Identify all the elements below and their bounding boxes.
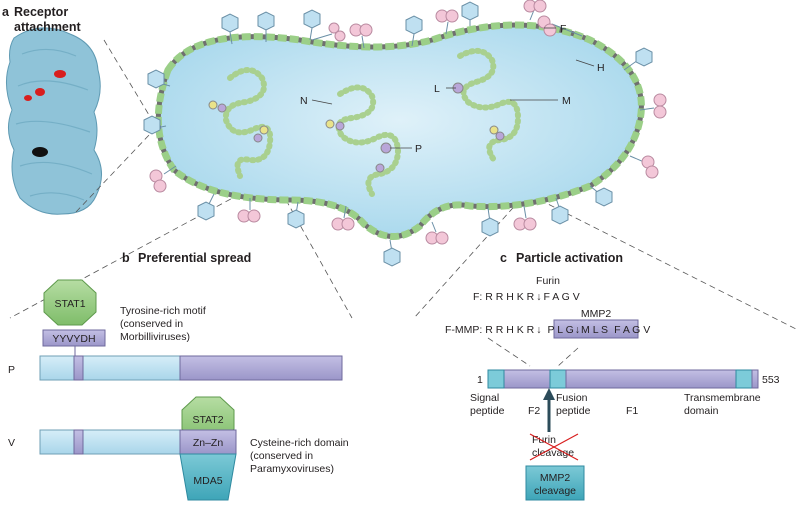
cys-desc-line3: Paramyxoviruses)	[250, 463, 334, 475]
mmp2-cleavage-line2: cleavage	[534, 485, 576, 497]
furin-cleavage-line2: cleavage	[532, 447, 574, 459]
strike-out-cross	[529, 433, 579, 461]
motif-sequence: YYVYDH	[52, 333, 95, 345]
residue-start: 1	[477, 374, 483, 386]
motif-sequence-box	[42, 329, 106, 347]
mmp2-cleavage-line1: MMP2	[540, 472, 570, 484]
label-n-protein: N	[300, 95, 308, 107]
cys-desc-line2: (conserved in	[250, 450, 313, 462]
label-p-protein: P	[415, 143, 422, 155]
row-label-p: P	[8, 364, 15, 376]
motif-desc-line3: Morbilliviruses)	[120, 331, 190, 343]
panel-b-title: Preferential spread	[138, 251, 251, 265]
cleavage-arrow	[543, 388, 555, 432]
matrix-layer	[154, 21, 645, 240]
row-label-v: V	[8, 437, 15, 449]
motif-desc-line1: Tyrosine-rich motif	[120, 305, 206, 317]
virion-particle	[154, 21, 645, 240]
mda5-trapezoid	[179, 453, 237, 501]
fusion-peptide-segment	[549, 369, 567, 389]
panel-b-letter: b	[122, 251, 130, 265]
f2-label: F2	[528, 405, 540, 417]
mda5-label: MDA5	[193, 475, 222, 487]
mmp2-site-box	[553, 319, 639, 339]
binding-site-marker	[54, 70, 66, 78]
receptor-protein-structure	[6, 27, 102, 215]
stat1-octagon	[43, 279, 97, 326]
panel-a-title-line1: Receptor	[14, 5, 68, 19]
signal-peptide-line2: peptide	[470, 405, 505, 417]
f-protein-bar	[487, 369, 759, 389]
binding-site-marker	[35, 88, 45, 96]
transmembrane-line1: Transmembrane	[684, 392, 761, 404]
v-protein-bar	[39, 429, 237, 455]
panel-c-letter: c	[500, 251, 507, 265]
furin-cleavage-line1: Furin	[532, 434, 556, 446]
label-f-protein: F	[560, 23, 566, 35]
mmp2-cleavage-box	[525, 465, 585, 501]
label-h-protein: H	[597, 62, 605, 74]
zn-zn-label: Zn–Zn	[193, 437, 224, 449]
f-sequence-row: F: R R H K R↓F A G V	[473, 291, 580, 303]
f1-label: F1	[626, 405, 638, 417]
label-l-protein: L	[434, 83, 440, 95]
label-m-protein: M	[562, 95, 571, 107]
binding-site-marker	[24, 95, 32, 101]
fusion-peptide-line2: peptide	[556, 405, 591, 417]
furin-label: Furin	[536, 275, 560, 287]
stat1-label: STAT1	[54, 298, 85, 310]
signal-peptide-line1: Signal	[470, 392, 499, 404]
panel-a-title-line2: attachment	[14, 20, 82, 34]
transmembrane-line2: domain	[684, 405, 719, 417]
dark-site-marker	[32, 147, 48, 157]
polymerase-subunits	[208, 82, 505, 173]
fusion-peptide-line1: Fusion	[556, 392, 588, 404]
p-protein-bar	[39, 355, 343, 381]
stat2-label: STAT2	[192, 414, 223, 426]
residue-end: 553	[762, 374, 780, 386]
panel-c-title: Particle activation	[516, 251, 623, 265]
mmp2-label: MMP2	[581, 308, 611, 320]
transmembrane-segment	[735, 369, 753, 389]
motif-desc-line2: (conserved in	[120, 318, 183, 330]
virion-leader-lines	[311, 27, 595, 149]
signal-peptide-segment	[487, 369, 505, 389]
surface-glycoproteins	[143, 0, 667, 267]
cys-desc-line1: Cysteine-rich domain	[250, 437, 349, 449]
panel-a-letter: a	[2, 5, 10, 19]
